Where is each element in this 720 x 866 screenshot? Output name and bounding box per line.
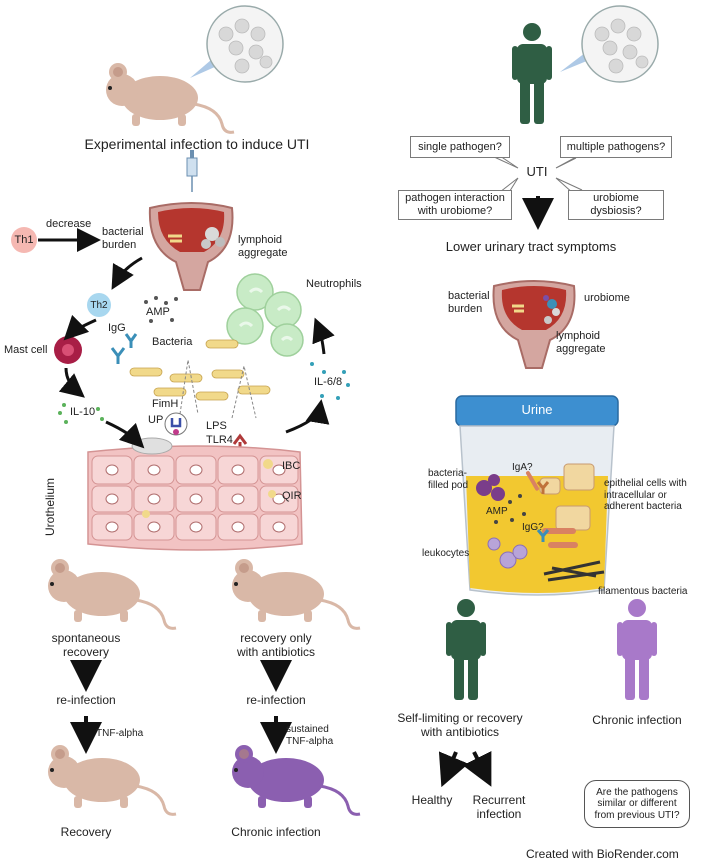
reinfection-right-label: re-infection xyxy=(246,693,306,707)
mouse-infected-icon xyxy=(104,61,236,134)
qir-label: QIR xyxy=(282,490,302,502)
pathogen-interaction-box: pathogen interaction with urobiome? xyxy=(398,190,512,220)
spontaneous-recovery-label: spontaneous recovery xyxy=(51,631,121,659)
mast-cell-label: Mast cell xyxy=(4,344,48,356)
reinfection-left-label: re-infection xyxy=(56,693,116,707)
decrease-label: decrease xyxy=(46,218,92,230)
bladder-right-icon xyxy=(492,280,576,369)
tnf-alpha-label: TNF-alpha xyxy=(96,728,144,739)
neutrophils-label: Neutrophils xyxy=(306,278,362,290)
recovery-antibiotics-label: recovery only with antibiotics xyxy=(236,631,316,659)
chronic-infection-right-label: Chronic infection xyxy=(592,713,682,727)
epithelial-cells-label: epithelial cells with intracellular or a… xyxy=(604,478,687,512)
self-limiting-label: Self-limiting or recovery with antibioti… xyxy=(397,711,523,739)
uti-label: UTI xyxy=(526,164,548,179)
healthy-label: Healthy xyxy=(411,793,453,807)
mouse-spontaneous-icon xyxy=(46,557,178,630)
amp-right-label: AMP xyxy=(486,506,508,517)
neutrophil-cluster xyxy=(226,273,304,357)
sustained-tnf-label: sustained TNF-alpha xyxy=(286,724,334,747)
mouse-chronic-icon xyxy=(230,743,362,816)
bacteria-rods xyxy=(129,339,271,401)
th1-cell xyxy=(11,227,37,253)
question-bubble: Are the pathogens similar or different f… xyxy=(584,780,690,828)
person-self-limiting-icon xyxy=(446,599,486,700)
lps-label: LPS xyxy=(206,420,227,432)
urothelium-label: Urothelium xyxy=(43,477,57,536)
recurrent-infection-label: Recurrent infection xyxy=(472,793,526,821)
filamentous-bacteria-label: filamentous bacteria xyxy=(598,586,688,597)
il10-dots xyxy=(58,403,104,424)
urine-label: Urine xyxy=(521,402,553,417)
il68-dots xyxy=(310,362,350,400)
th2-cell xyxy=(87,293,111,317)
amp-dots xyxy=(144,296,178,323)
tlr4-label: TLR4 xyxy=(206,434,233,446)
th2-label: Th2 xyxy=(90,300,108,311)
mouse-antibiotics-icon xyxy=(230,557,362,630)
il68-label: IL-6/8 xyxy=(314,376,343,388)
person-uti-icon xyxy=(512,23,552,124)
il10-label: IL-10 xyxy=(70,406,96,418)
bladder-icon xyxy=(148,202,234,291)
igg-icon xyxy=(110,333,138,364)
urothelium-tissue xyxy=(87,437,303,551)
urobiome-label: urobiome xyxy=(584,292,630,304)
fimh-label: FimH xyxy=(152,398,179,410)
credit-label: Created with BioRender.com xyxy=(526,847,679,861)
lymphoid-aggregate-right-label: lymphoid aggregate xyxy=(556,330,606,355)
bacterial-burden-right-label: bacterial burden xyxy=(448,290,490,315)
recovery-label: Recovery xyxy=(60,825,112,839)
bacteria-label: Bacteria xyxy=(152,336,193,348)
iga-label: IgA? xyxy=(512,462,533,473)
multiple-pathogens-box: multiple pathogens? xyxy=(560,136,672,158)
bacteria-filled-pod-label: bacteria- filled pod xyxy=(428,468,469,491)
igg-right-label: IgG? xyxy=(522,522,544,533)
up-label: UP xyxy=(148,414,164,426)
mouse-recovery-icon xyxy=(46,743,178,816)
lymphoid-aggregate-label: lymphoid aggregate xyxy=(238,234,288,259)
amp-label: AMP xyxy=(146,306,170,318)
chronic-infection-left-label: Chronic infection xyxy=(231,825,321,839)
single-pathogen-box: single pathogen? xyxy=(410,136,510,158)
th1-label: Th1 xyxy=(14,234,34,246)
person-chronic-icon xyxy=(617,599,657,700)
urine-cup-icon xyxy=(455,395,619,596)
syringe-icon xyxy=(186,150,198,192)
urobiome-dysbiosis-box: urobiome dysbiosis? xyxy=(568,190,664,220)
bacterial-burden-label: bacterial burden xyxy=(102,226,144,251)
igg-label: IgG xyxy=(108,322,126,334)
leukocytes-label: leukocytes xyxy=(422,548,470,559)
fimh-up-icon xyxy=(164,412,188,436)
ibc-label: IBC xyxy=(282,460,301,472)
left-title: Experimental infection to induce UTI xyxy=(84,136,310,152)
lower-urinary-label: Lower urinary tract symptoms xyxy=(445,239,617,254)
